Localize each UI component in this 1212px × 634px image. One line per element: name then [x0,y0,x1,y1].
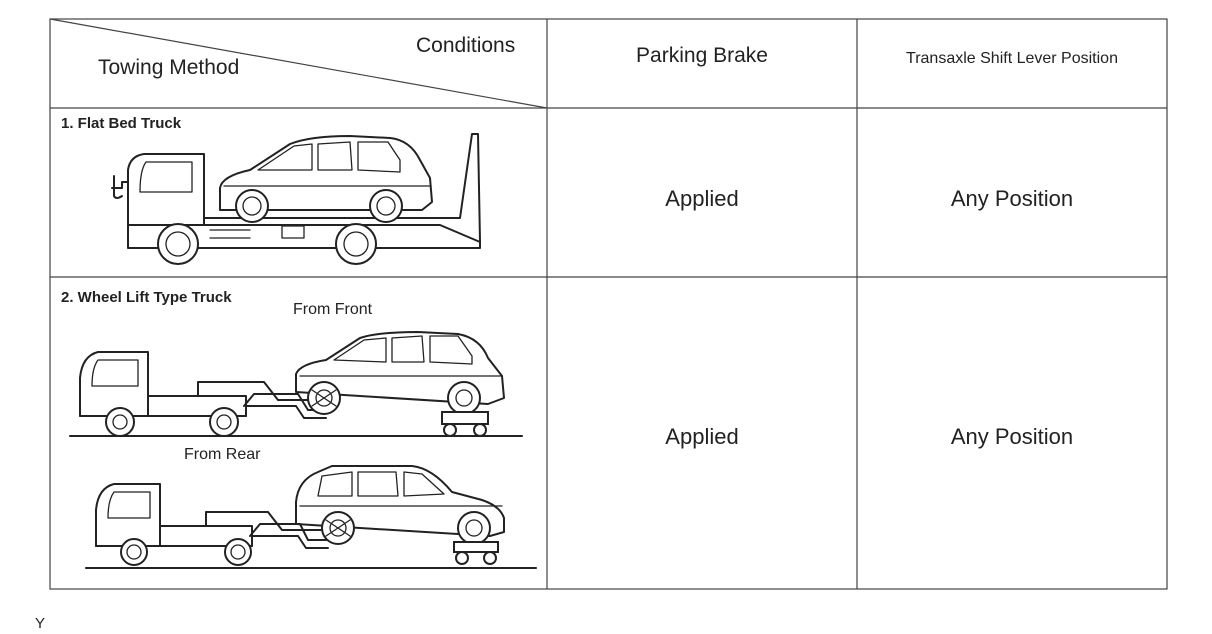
label-from-front: From Front [293,301,373,318]
wheel-lift-rear-icon [85,465,537,569]
header-shift-lever: Transaxle Shift Lever Position [906,50,1118,67]
row1-shift-lever: Any Position [950,186,1074,211]
flatbed-truck-icon [111,133,481,265]
header-conditions: Conditions [416,34,516,57]
footer-code: Y [35,615,46,632]
header-towing-method: Towing Method [98,56,240,79]
row-title-flat-bed: 1. Flat Bed Truck [61,115,182,132]
row2-shift-lever: Any Position [950,424,1074,449]
row2-parking-brake: Applied [665,424,739,449]
row1-parking-brake: Applied [665,186,739,211]
row-title-wheel-lift: 2. Wheel Lift Type Truck [61,289,232,306]
header-diagonal [49,18,548,109]
header-parking-brake: Parking Brake [636,44,768,67]
wheel-lift-front-icon [69,331,523,437]
label-from-rear: From Rear [184,446,261,463]
